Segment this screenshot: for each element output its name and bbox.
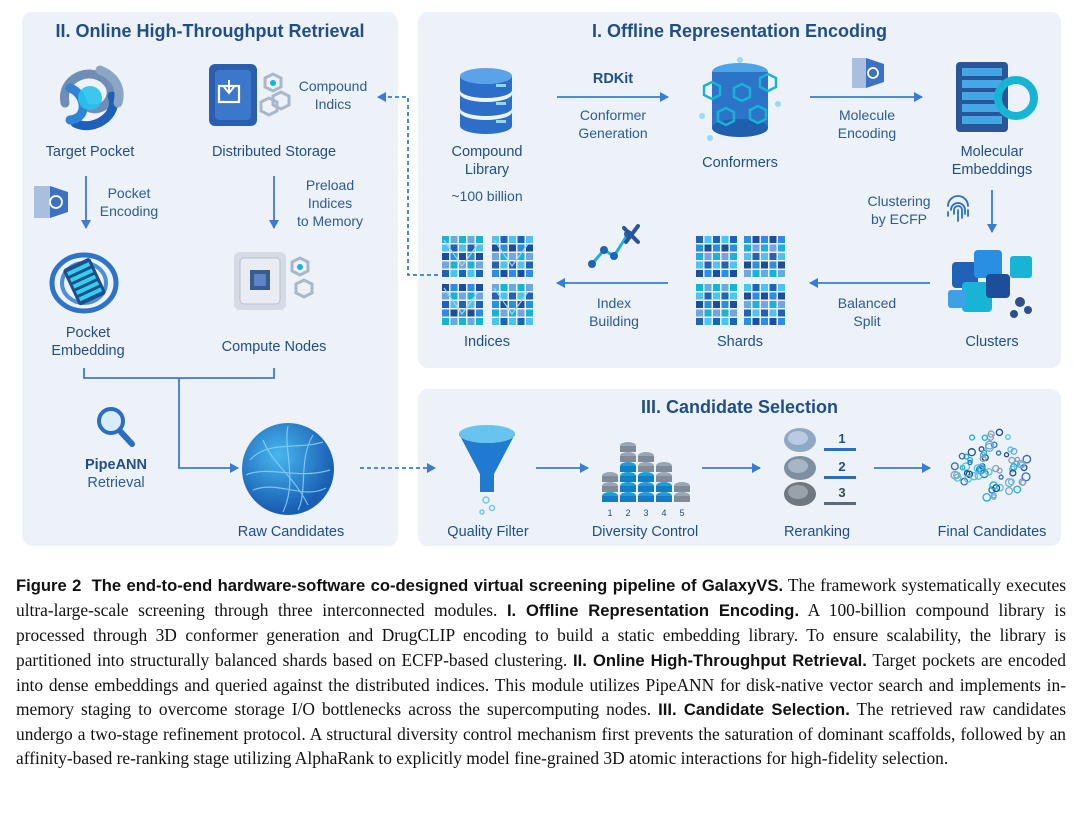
- pocket-encoding-label-2: Encoding: [99, 203, 159, 219]
- rdkit-label: RDKit: [592, 71, 634, 87]
- rank-1-label: 1: [838, 431, 846, 446]
- compute-nodes-label: Compute Nodes: [221, 339, 327, 355]
- conformers-label: Conformers: [702, 155, 778, 171]
- caption-heading-online: II. Online High-Throughput Retrieval.: [573, 650, 867, 670]
- diversity-control-icon: 1 2 3 4 5: [602, 442, 690, 518]
- caption-heading-offline: I. Offline Representation Encoding.: [506, 601, 800, 621]
- merge-bracket: [83, 368, 275, 379]
- diversity-tick-2: 2: [625, 508, 630, 518]
- molecule-encoding-label-1: Molecule: [838, 107, 896, 123]
- final-candidates-label: Final Candidates: [937, 524, 1047, 540]
- selection-panel-title: III. Candidate Selection: [640, 397, 839, 417]
- balanced-split-label-2: Split: [853, 313, 881, 329]
- diversity-tick-1: 1: [607, 508, 612, 518]
- caption-text-1: The framework systematically executes ul…: [16, 575, 1066, 621]
- arrow-indices-to-storage: [377, 92, 438, 276]
- caption-text-3: Target pockets are encoded into dense em…: [16, 649, 1066, 720]
- pocket-encoding-label-1: Pocket: [107, 185, 151, 201]
- quality-filter-label: Quality Filter: [447, 524, 529, 540]
- arrow-to-raw-candidates: [178, 378, 239, 473]
- molecule-encoding-label-2: Encoding: [837, 125, 897, 141]
- molecule-encoder-icon: [852, 58, 884, 88]
- shards-label: Shards: [717, 334, 763, 350]
- conformers-icon: [699, 57, 781, 141]
- conformer-generation-label-1: Conformer: [579, 107, 647, 123]
- diversity-control-label: Diversity Control: [591, 524, 699, 540]
- flow-arrows: [81, 92, 997, 473]
- molecular-embeddings-label-2: Embeddings: [951, 162, 1033, 178]
- search-icon: [97, 407, 135, 447]
- compound-library-label-1: Compound: [451, 144, 523, 160]
- molecular-embeddings-label-1: Molecular: [960, 144, 1024, 160]
- pocket-embedding-icon: [49, 252, 119, 314]
- diversity-tick-5: 5: [679, 508, 684, 518]
- preload-label-2: Indices: [307, 195, 353, 211]
- offline-panel-title: I. Offline Representation Encoding: [591, 21, 888, 41]
- figure-label: Figure 2: [16, 576, 82, 595]
- figure-caption: Figure 2 The end-to-end hardware-softwar…: [16, 573, 1066, 771]
- clusters-label: Clusters: [965, 334, 1019, 350]
- raw-candidates-label: Raw Candidates: [237, 524, 345, 540]
- rank-3-label: 3: [838, 485, 846, 500]
- reranking-label: Reranking: [783, 524, 851, 540]
- compound-library-icon: [460, 68, 512, 134]
- quality-filter-icon: [459, 425, 515, 515]
- index-building-icon: [588, 224, 640, 268]
- indices-icon: [442, 236, 533, 325]
- target-pocket-icon: [60, 65, 124, 131]
- clustering-label-2: by ECFP: [870, 211, 927, 227]
- caption-text-2: A 100-billion compound library is proces…: [16, 600, 1066, 670]
- pocket-encoder-icon: [34, 186, 68, 218]
- diversity-tick-4: 4: [661, 508, 666, 518]
- clustering-label-1: Clustering: [867, 193, 931, 209]
- rank-2-label: 2: [838, 459, 846, 474]
- index-building-label-2: Building: [589, 313, 639, 329]
- pipeann-retrieval-label: Retrieval: [87, 475, 145, 491]
- compound-indics-label-1: Compound: [298, 78, 368, 94]
- pocket-embedding-label-2: Embedding: [51, 343, 125, 359]
- diversity-tick-3: 3: [643, 508, 648, 518]
- fingerprint-icon: [947, 195, 969, 222]
- pocket-embedding-label-1: Pocket: [65, 325, 111, 341]
- shards-icon: [696, 236, 785, 325]
- caption-heading-selection: III. Candidate Selection.: [658, 700, 850, 720]
- final-candidates-icon: [950, 428, 1032, 502]
- raw-candidates-icon: [242, 423, 334, 515]
- reranking-icon: [784, 428, 856, 506]
- target-pocket-label: Target Pocket: [45, 144, 135, 160]
- distributed-storage-label: Distributed Storage: [211, 144, 337, 160]
- online-panel-title: II. Online High-Throughput Retrieval: [55, 21, 365, 41]
- preload-label-3: to Memory: [296, 213, 364, 229]
- figure-title: The end-to-end hardware-software co-desi…: [91, 576, 784, 595]
- compute-nodes-icon: [234, 252, 314, 310]
- compound-indics-label-2: Indics: [314, 96, 352, 112]
- indices-label: Indices: [464, 334, 510, 350]
- compound-library-label-2: Library: [464, 162, 510, 178]
- conformer-generation-label-2: Generation: [578, 125, 648, 141]
- pipeann-label: PipeANN: [84, 457, 148, 473]
- caption-text-4: The retrieved raw candidates undergo a t…: [16, 699, 1066, 769]
- index-building-label-1: Index: [596, 295, 632, 311]
- molecular-embeddings-icon: [956, 62, 1038, 132]
- balanced-split-label-1: Balanced: [837, 295, 897, 311]
- clusters-icon: [948, 250, 1032, 318]
- preload-label-1: Preload: [305, 177, 355, 193]
- library-size-label: ~100 billion: [451, 188, 523, 204]
- distributed-storage-icon: [209, 64, 291, 126]
